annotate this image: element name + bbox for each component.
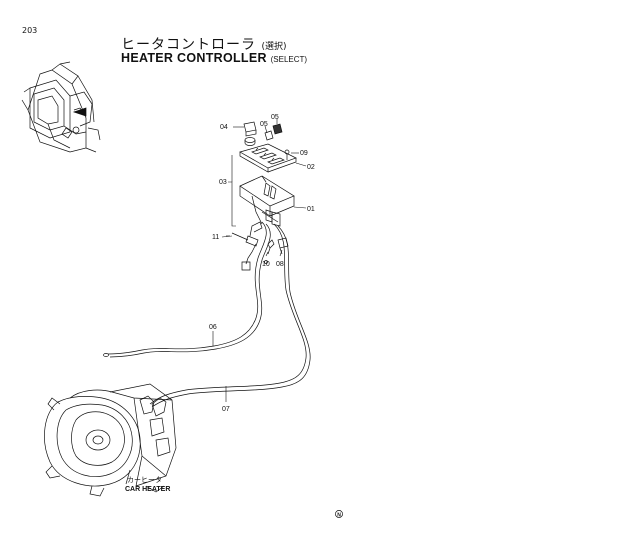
car-heater-label-jp: カーヒータ (127, 475, 162, 484)
label-11: 11 (212, 234, 219, 241)
label-06: 06 (209, 324, 217, 331)
part-02-panel (239, 143, 297, 173)
part-labels: 04 05 05 09 02 03 01 11 10 08 06 07 (209, 114, 315, 413)
label-09: 09 (300, 150, 308, 157)
part-05-knobs (264, 123, 283, 141)
car-heater-unit (44, 383, 177, 497)
part-11-sensor (226, 221, 263, 271)
footer-mark-letter: N (337, 512, 341, 518)
part-04-knob (243, 121, 257, 146)
label-08: 08 (276, 261, 284, 268)
part-09-screw (284, 149, 290, 160)
footer-mark: N (335, 510, 343, 518)
cable-06 (103, 221, 271, 358)
title-english: HEATER CONTROLLER (SELECT) (121, 51, 307, 65)
label-10: 10 (262, 261, 270, 268)
part-03-box (239, 175, 295, 227)
label-04: 04 (220, 124, 228, 131)
label-05b: 05 (271, 114, 279, 121)
title-english-sub: (SELECT) (270, 55, 308, 64)
label-03: 03 (219, 179, 227, 186)
label-02: 02 (307, 164, 315, 171)
label-05a: 05 (260, 121, 268, 128)
label-01: 01 (307, 206, 315, 213)
title-japanese-sub: (選択) (261, 42, 287, 52)
page-number: 203 (22, 26, 38, 35)
title-english-main: HEATER CONTROLLER (121, 51, 267, 65)
label-07: 07 (222, 406, 230, 413)
car-heater-label-en: CAR HEATER (125, 486, 170, 493)
cab-location-inset (21, 61, 101, 153)
title-japanese: ヒータコントローラ (選択) (121, 34, 286, 54)
title-japanese-main: ヒータコントローラ (121, 37, 256, 53)
leader-lines (212, 119, 307, 402)
cable-07 (149, 223, 311, 408)
